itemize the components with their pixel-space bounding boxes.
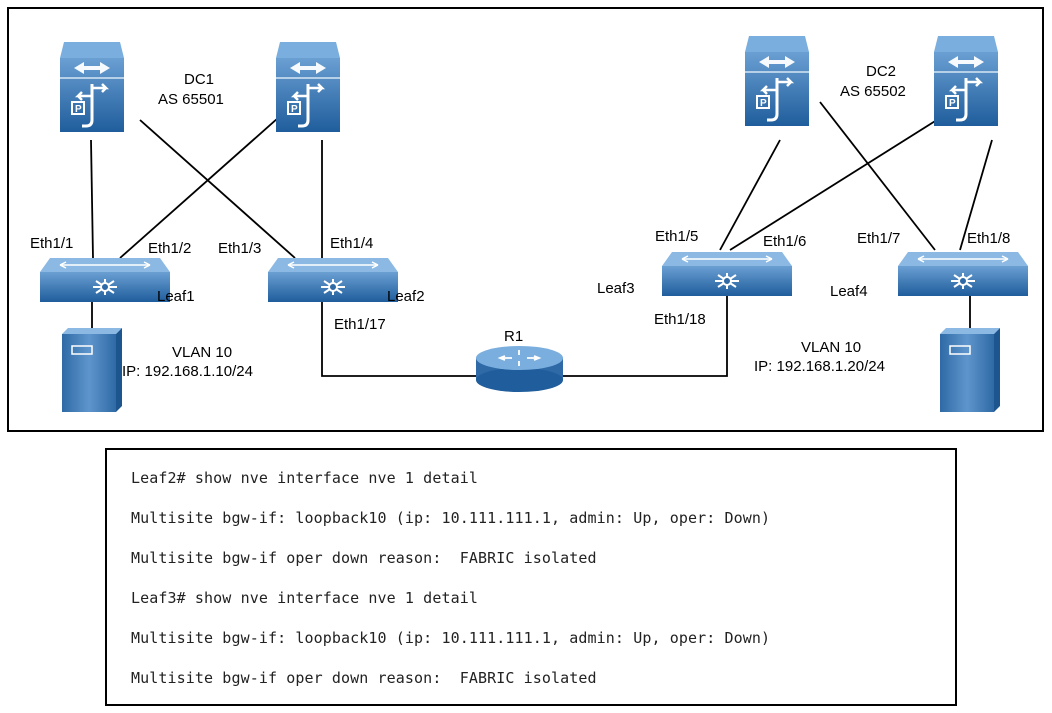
host-right-server-icon bbox=[939, 327, 1001, 413]
cli-line-leaf2-bgw-status: Multisite bgw-if: loopback10 (ip: 10.111… bbox=[131, 509, 771, 527]
dc2-name-label: DC2 bbox=[866, 63, 896, 80]
host-left-ip-label: IP: 192.168.1.10/24 bbox=[122, 363, 253, 380]
cli-line-leaf3-down-reason: Multisite bgw-if oper down reason: FABRI… bbox=[131, 669, 597, 687]
host-left-server-icon bbox=[61, 327, 123, 413]
leaf2-uplink-port-label: Eth1/17 bbox=[334, 316, 386, 333]
cli-line-leaf3-bgw-status: Multisite bgw-if: loopback10 (ip: 10.111… bbox=[131, 629, 771, 647]
leaf3-name-label: Leaf3 bbox=[597, 280, 635, 297]
link-spine3-leaf3 bbox=[719, 139, 781, 251]
cli-line-leaf2-down-reason: Multisite bgw-if oper down reason: FABRI… bbox=[131, 549, 597, 567]
link-spine2-leaf1 bbox=[119, 117, 279, 259]
dc1-spine2-icon bbox=[274, 40, 342, 134]
leaf2-port-a-label: Eth1/3 bbox=[218, 240, 261, 257]
dc2-spine1-icon bbox=[743, 34, 811, 128]
router-r1-label: R1 bbox=[504, 328, 523, 345]
link-spine4-leaf3 bbox=[729, 117, 941, 251]
router-r1-icon bbox=[476, 346, 563, 392]
cli-line-leaf3-command: Leaf3# show nve interface nve 1 detail bbox=[131, 589, 478, 607]
host-left-vlan-label: VLAN 10 bbox=[172, 344, 232, 361]
leaf3-port-b-label: Eth1/6 bbox=[763, 233, 806, 250]
leaf2-switch-icon bbox=[267, 257, 399, 303]
links bbox=[90, 101, 993, 377]
leaf4-port-a-label: Eth1/7 bbox=[857, 230, 900, 247]
leaf4-switch-icon bbox=[897, 251, 1029, 297]
leaf3-switch-icon bbox=[661, 251, 793, 297]
link-spine3-leaf4 bbox=[819, 101, 936, 251]
leaf4-name-label: Leaf4 bbox=[830, 283, 868, 300]
dc2-as-label: AS 65502 bbox=[840, 83, 906, 100]
leaf1-switch-icon bbox=[39, 257, 171, 303]
link-leaf2-r1 bbox=[321, 302, 476, 377]
cli-output-panel: Leaf2# show nve interface nve 1 detail M… bbox=[105, 448, 957, 706]
leaf1-name-label: Leaf1 bbox=[157, 288, 195, 305]
leaf1-port-b-label: Eth1/2 bbox=[148, 240, 191, 257]
network-topology-diagram: P bbox=[7, 7, 1044, 432]
link-r1-leaf3 bbox=[563, 296, 728, 377]
host-right-vlan-label: VLAN 10 bbox=[801, 339, 861, 356]
link-spine1-leaf2 bbox=[139, 119, 296, 259]
leaf4-port-b-label: Eth1/8 bbox=[967, 230, 1010, 247]
leaf3-uplink-port-label: Eth1/18 bbox=[654, 311, 706, 328]
dc1-name-label: DC1 bbox=[184, 71, 214, 88]
leaf2-port-b-label: Eth1/4 bbox=[330, 235, 373, 252]
leaf3-port-a-label: Eth1/5 bbox=[655, 228, 698, 245]
dc2-spine2-icon bbox=[932, 34, 1000, 128]
dc1-as-label: AS 65501 bbox=[158, 91, 224, 108]
link-spine4-leaf4 bbox=[959, 139, 993, 251]
link-spine1-leaf1 bbox=[90, 139, 94, 259]
leaf1-port-a-label: Eth1/1 bbox=[30, 235, 73, 252]
host-right-ip-label: IP: 192.168.1.20/24 bbox=[754, 358, 885, 375]
leaf2-name-label: Leaf2 bbox=[387, 288, 425, 305]
cli-line-leaf2-command: Leaf2# show nve interface nve 1 detail bbox=[131, 469, 478, 487]
dc1-spine1-icon bbox=[58, 40, 126, 134]
